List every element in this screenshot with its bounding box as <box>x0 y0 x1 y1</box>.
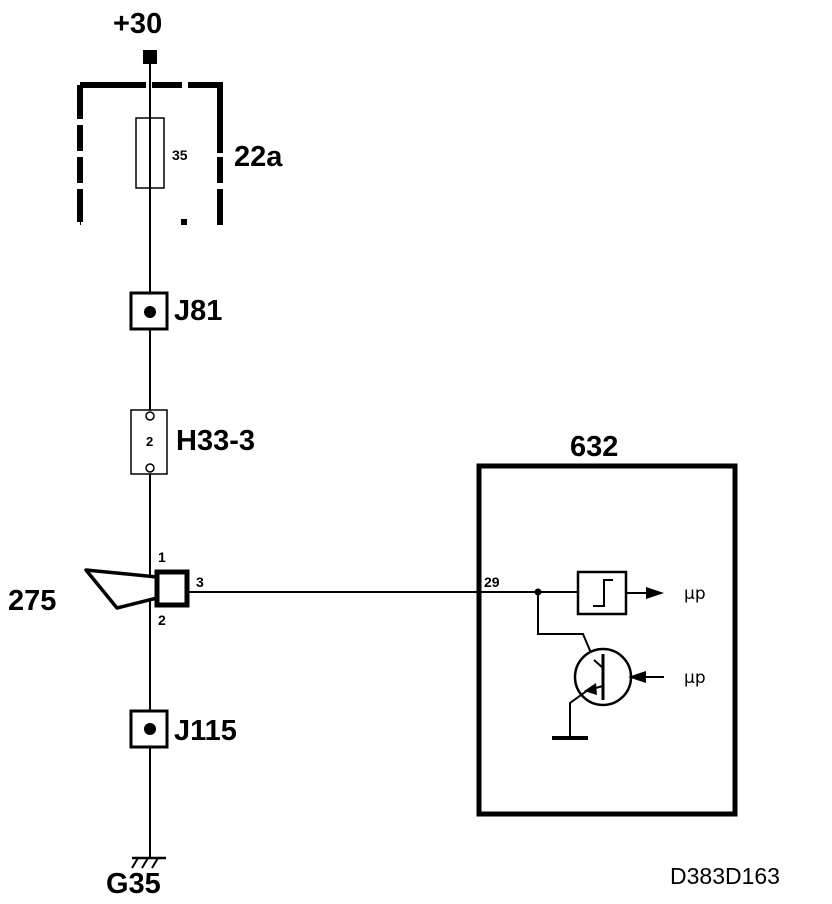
connector-h33 <box>130 409 168 475</box>
output-arrow-icon <box>646 587 664 599</box>
control-arrow-icon <box>628 671 646 683</box>
ground-symbol <box>131 856 166 869</box>
fuse-rating: 35 <box>172 147 188 163</box>
schmitt-trigger <box>576 570 628 616</box>
horn-switch-pin2: 2 <box>158 612 166 628</box>
module-control-label: µp <box>684 668 706 688</box>
horn-switch-pin3: 3 <box>196 574 204 590</box>
module-input-pin: 29 <box>484 574 500 590</box>
fuse-box <box>77 82 223 225</box>
fuse-label: 22a <box>234 141 283 173</box>
ground-label: G35 <box>106 868 161 900</box>
module-box <box>476 463 738 817</box>
horn-switch <box>84 568 190 610</box>
connector-h33-label: H33-3 <box>176 425 255 457</box>
figure-id: D383D163 <box>670 863 780 889</box>
connector-h33-pin: 2 <box>146 434 153 449</box>
junction-j115-label: J115 <box>174 715 237 747</box>
junction-j81 <box>129 291 169 331</box>
module-output-label: µp <box>684 584 706 604</box>
horn-switch-label: 275 <box>8 585 56 617</box>
module-label: 632 <box>570 431 618 463</box>
junction-j115 <box>129 709 169 749</box>
supply-terminal <box>143 50 157 64</box>
supply-label: +30 <box>113 8 162 40</box>
transistor-symbol <box>537 592 650 740</box>
junction-j81-label: J81 <box>174 295 222 327</box>
horn-switch-pin1: 1 <box>158 549 166 565</box>
